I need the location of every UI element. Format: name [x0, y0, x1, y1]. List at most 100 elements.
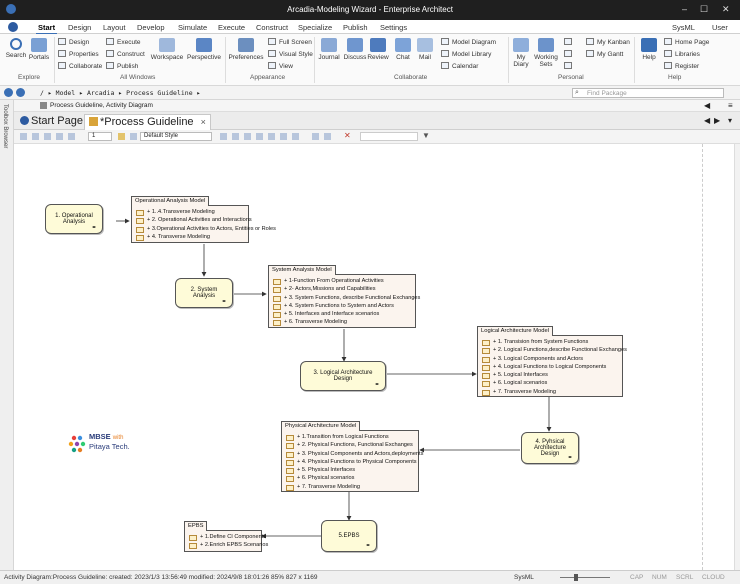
tool-icon[interactable]	[130, 133, 137, 140]
journal-button[interactable]: Journal	[316, 38, 342, 61]
tool-icon[interactable]	[20, 133, 27, 140]
tool-icon[interactable]	[68, 133, 75, 140]
menu-develop[interactable]: Develop	[137, 23, 165, 32]
tabs-right-icon[interactable]: ▶	[714, 116, 721, 125]
chat-button[interactable]: Chat	[394, 38, 412, 61]
package-logical-architecture-model[interactable]: Logical Architecture Model + 1. Transisi…	[477, 326, 627, 397]
activity-system-analysis[interactable]: 2. System Analysis⚭	[175, 278, 233, 308]
diagram-menu-icon[interactable]: ≡	[728, 101, 733, 110]
quick-option-3[interactable]	[564, 62, 575, 70]
package-item[interactable]: + 5. Interfaces and Interface scenarios	[269, 310, 415, 319]
user-menu[interactable]: User	[712, 23, 728, 32]
filter-input[interactable]	[360, 132, 418, 141]
toolbox-browser-strip[interactable]: Toolbox Browser	[0, 100, 14, 570]
line-width-select[interactable]: 1	[88, 132, 112, 141]
package-item[interactable]: + 4. System Functions to System and Acto…	[269, 302, 415, 311]
visual-style-button[interactable]: Visual Style	[268, 50, 313, 58]
package-item[interactable]: + 6. Physical scenarios	[282, 474, 418, 483]
full-screen-button[interactable]: Full Screen	[268, 38, 312, 46]
menu-settings[interactable]: Settings	[380, 23, 408, 32]
package-item[interactable]: + 6. Transverse Modeling	[269, 318, 415, 327]
quick-option-1[interactable]	[564, 38, 575, 46]
my-kanban-button[interactable]: My Kanban	[586, 38, 630, 46]
align-icon[interactable]	[220, 133, 227, 140]
align-icon[interactable]	[244, 133, 251, 140]
mail-button[interactable]: Mail	[416, 38, 434, 61]
package-operational-analysis-model[interactable]: Operational Analysis Model + 1..4.Transv…	[131, 196, 276, 243]
diagram-canvas[interactable]: 1. Operational Analysis⚭ 2. System Analy…	[14, 144, 734, 570]
workspace-button[interactable]: Workspace	[150, 38, 184, 61]
activity-operational-analysis[interactable]: 1. Operational Analysis⚭	[45, 204, 103, 234]
portals-button[interactable]: Portals	[28, 38, 50, 61]
model-diagram-button[interactable]: Model Diagram	[441, 38, 496, 46]
package-item[interactable]: + 5. Logical Interfaces	[478, 371, 622, 380]
package-item[interactable]: + 2- Actors,Missions and Capabilities	[269, 285, 415, 294]
package-epbs[interactable]: EPBS + 1.Define CI Components + 2.Enrich…	[184, 521, 268, 552]
libraries-button[interactable]: Libraries	[664, 50, 700, 58]
package-item[interactable]: + 5. Physical Interfaces	[282, 466, 418, 475]
publish-button[interactable]: Publish	[106, 62, 138, 70]
align-icon[interactable]	[268, 133, 275, 140]
menu-layout[interactable]: Layout	[103, 23, 126, 32]
package-item[interactable]: + 4. Transverse Modeling	[132, 233, 248, 242]
menu-simulate[interactable]: Simulate	[178, 23, 208, 32]
quick-option-2[interactable]	[564, 50, 575, 58]
package-item[interactable]: + 7. Transverse Modeling	[478, 388, 622, 397]
align-icon[interactable]	[280, 133, 287, 140]
construct-button[interactable]: Construct	[106, 50, 145, 58]
tool-icon[interactable]	[32, 133, 39, 140]
calendar-button[interactable]: Calendar	[441, 62, 478, 70]
menu-specialize[interactable]: Specialize	[298, 23, 333, 32]
working-sets-button[interactable]: Working Sets	[533, 38, 559, 68]
view-button[interactable]: View	[268, 62, 293, 70]
previous-diagram-icon[interactable]: ◀	[704, 101, 711, 110]
help-button[interactable]: Help	[638, 38, 660, 61]
package-physical-architecture-model[interactable]: Physical Architecture Model + 1.Transiti…	[281, 421, 423, 492]
package-item[interactable]: + 6. Logical scenarios	[478, 379, 622, 388]
package-item[interactable]: + 4. Logical Functions to Logical Compon…	[478, 363, 622, 372]
tool-icon[interactable]	[44, 133, 51, 140]
package-system-analysis-model[interactable]: System Analysis Model + 1-Function From …	[268, 265, 420, 328]
tab-start-page[interactable]: Start Page	[16, 114, 87, 130]
close-button[interactable]: ✕	[722, 4, 730, 14]
maximize-button[interactable]: ☐	[700, 4, 709, 14]
perspective-sysml[interactable]: SysML	[672, 23, 695, 32]
tabs-left-icon[interactable]: ◀	[704, 116, 711, 125]
menu-construct[interactable]: Construct	[256, 23, 289, 32]
perspective-button[interactable]: Perspective	[186, 38, 222, 61]
package-item[interactable]: + 3. Logical Components and Actors	[478, 355, 622, 363]
package-item[interactable]: + 2.Enrich EPBS Scenarios	[185, 541, 268, 550]
zoom-slider-thumb[interactable]	[574, 574, 578, 581]
register-button[interactable]: Register	[664, 62, 699, 70]
review-button[interactable]: Review	[366, 38, 390, 61]
collaborate-button[interactable]: Collaborate	[58, 62, 102, 70]
close-tab-icon[interactable]: ×	[200, 117, 206, 127]
package-item[interactable]: + 2. Physical Functions, Functional Exch…	[282, 441, 418, 450]
delete-icon[interactable]: ✕	[344, 131, 351, 140]
activity-logical-architecture-design[interactable]: 3. Logical Architecture Design⚭	[300, 361, 386, 391]
package-item[interactable]: + 1-Function From Operational Activities	[269, 277, 415, 286]
package-item[interactable]: + 3.Operational Activities to Actors, En…	[132, 225, 276, 233]
package-item[interactable]: + 1. Transision from System Functions	[478, 338, 622, 347]
align-icon[interactable]	[256, 133, 263, 140]
filter-icon[interactable]: ▼	[422, 131, 430, 140]
execute-button[interactable]: Execute	[106, 38, 141, 46]
package-item[interactable]: + 1..4.Transverse Modeling	[132, 208, 248, 217]
tabs-list-icon[interactable]: ▾	[728, 116, 733, 125]
forward-icon[interactable]	[16, 88, 25, 97]
align-icon[interactable]	[292, 133, 299, 140]
model-library-button[interactable]: Model Library	[441, 50, 491, 58]
my-gantt-button[interactable]: My Gantt	[586, 50, 623, 58]
activity-physical-architecture-design[interactable]: 4. Pyhsical Architecture Design⚭	[521, 432, 579, 464]
minimize-button[interactable]: –	[682, 4, 688, 14]
package-item[interactable]: + 2. Operational Activities and Interact…	[132, 216, 252, 225]
menu-publish[interactable]: Publish	[343, 23, 368, 32]
discuss-button[interactable]: Discuss	[342, 38, 368, 61]
menu-execute[interactable]: Execute	[218, 23, 246, 32]
package-item[interactable]: + 3. Physical Components and Actors,depl…	[282, 450, 423, 458]
home-page-button[interactable]: Home Page	[664, 38, 709, 46]
package-item[interactable]: + 7. Transverse Modeling	[282, 483, 418, 492]
layout-icon[interactable]	[312, 133, 319, 140]
package-item[interactable]: + 4. Physical Functions to Physical Comp…	[282, 458, 418, 467]
package-item[interactable]: + 3. System Functions, describe Function…	[269, 294, 420, 302]
